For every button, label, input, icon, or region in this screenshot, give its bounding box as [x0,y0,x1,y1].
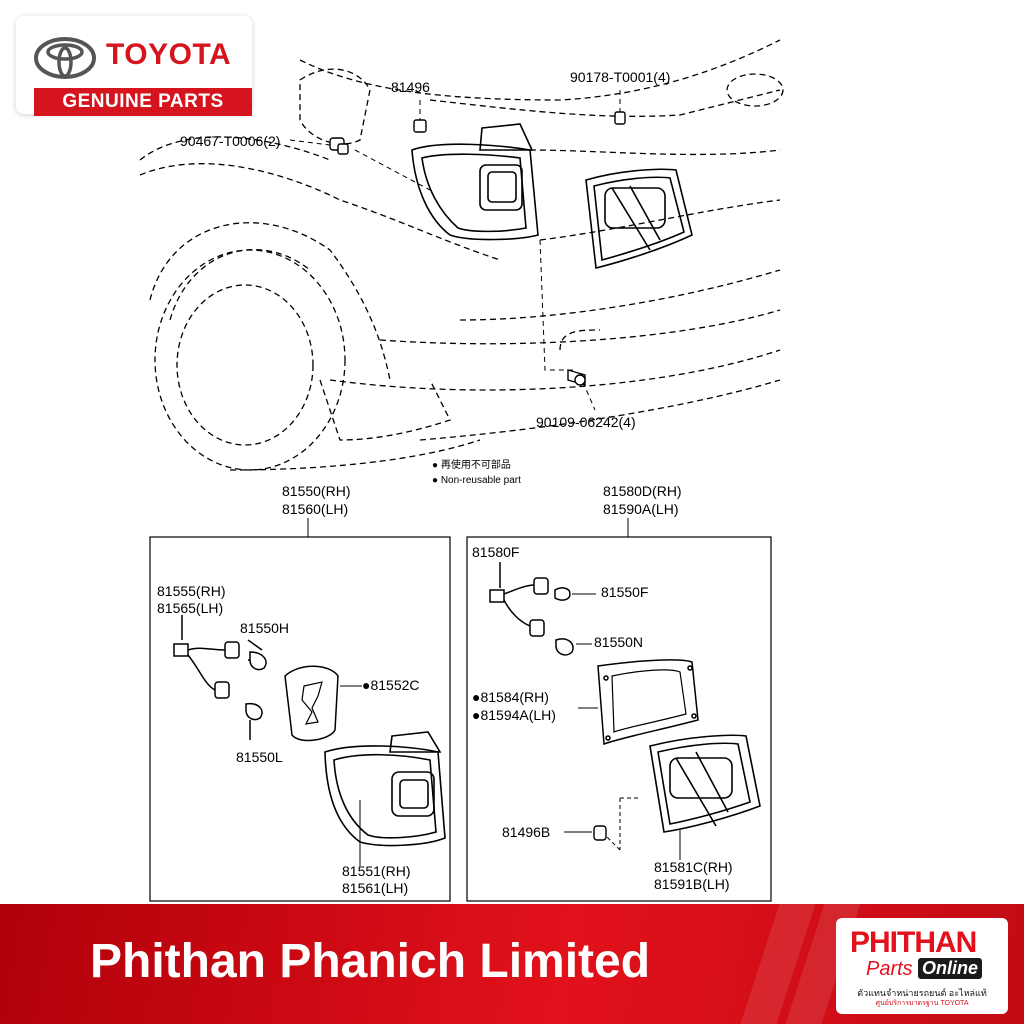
label-90467-t0006: 90467-T0006(2) [180,133,280,149]
label-90178-t0001: 90178-T0001(4) [570,69,670,85]
right-gasket-rh: ●81584(RH) [472,689,549,705]
right-bulb-n: 81550N [594,634,643,650]
leader-lines [289,90,621,411]
left-socket-wire [173,615,267,740]
badge-parts: Parts [866,958,913,980]
right-gasket-shape [578,659,699,746]
badge-online: Online [918,958,983,979]
right-assembly-box [466,536,772,902]
right-socket: 81580F [472,544,519,560]
left-gasket: ●81552C [362,677,420,693]
toyota-emblem-icon [34,37,96,79]
right-lens-lh: 81591B(LH) [654,876,730,892]
vehicle-outline [139,39,784,471]
left-socket-lh: 81565(LH) [157,600,223,616]
left-socket-rh: 81555(RH) [157,583,225,599]
right-socket-wire [489,562,596,656]
company-name: Phithan Phanich Limited [90,935,651,988]
label-81496: 81496 [391,79,430,95]
footer-banner: Phithan Phanich Limited PHITHAN Parts On… [0,904,1024,1024]
legend-line-en: ● Non-reusable part [432,475,521,486]
left-assembly-lh: 81560(LH) [282,501,348,517]
badge-tagline: ตัวแทนจำหน่ายรถยนต์ อะไหล่แท้ [857,988,987,998]
parts-diagram: 81496 90178-T0001(4) 90467-T0006(2) 9010… [139,39,784,902]
badge-tagline-small: ศูนย์บริการมาตรฐาน TOYOTA [875,1000,969,1007]
right-assembly-rh: 81580D(RH) [603,483,682,499]
body-taillight-rh [411,123,539,241]
right-clip-part [564,797,640,851]
phithan-badge: PHITHAN Parts Online ตัวแทนจำหน่ายรถยนต์… [836,918,1008,1014]
left-lens-rh: 81551(RH) [342,863,410,879]
left-assembly-box [149,536,451,902]
logo-subtitle: GENUINE PARTS [34,88,252,116]
body-tailgate-light [585,168,693,269]
fasteners [329,111,626,386]
left-assembly-rh: 81550(RH) [282,483,350,499]
logo-brand-text: TOYOTA [106,38,232,71]
right-bulb-f: 81550F [601,584,648,600]
right-lens-unit [649,734,761,860]
right-clip: 81496B [502,824,550,840]
left-gasket-shape [284,665,362,742]
label-90109-06242: 90109-06242(4) [536,414,636,430]
left-bulb-h: 81550H [240,620,289,636]
legend-line-jp: ● 再使用不可部品 [432,458,511,471]
left-lens-unit [324,731,446,866]
toyota-logo: TOYOTA GENUINE PARTS [16,16,252,116]
left-bulb-l: 81550L [236,749,283,765]
right-lens-rh: 81581C(RH) [654,859,733,875]
right-assembly-lh: 81590A(LH) [603,501,679,517]
right-gasket-lh: ●81594A(LH) [472,707,556,723]
left-lens-lh: 81561(LH) [342,880,408,896]
badge-brand: PHITHAN [850,926,977,959]
